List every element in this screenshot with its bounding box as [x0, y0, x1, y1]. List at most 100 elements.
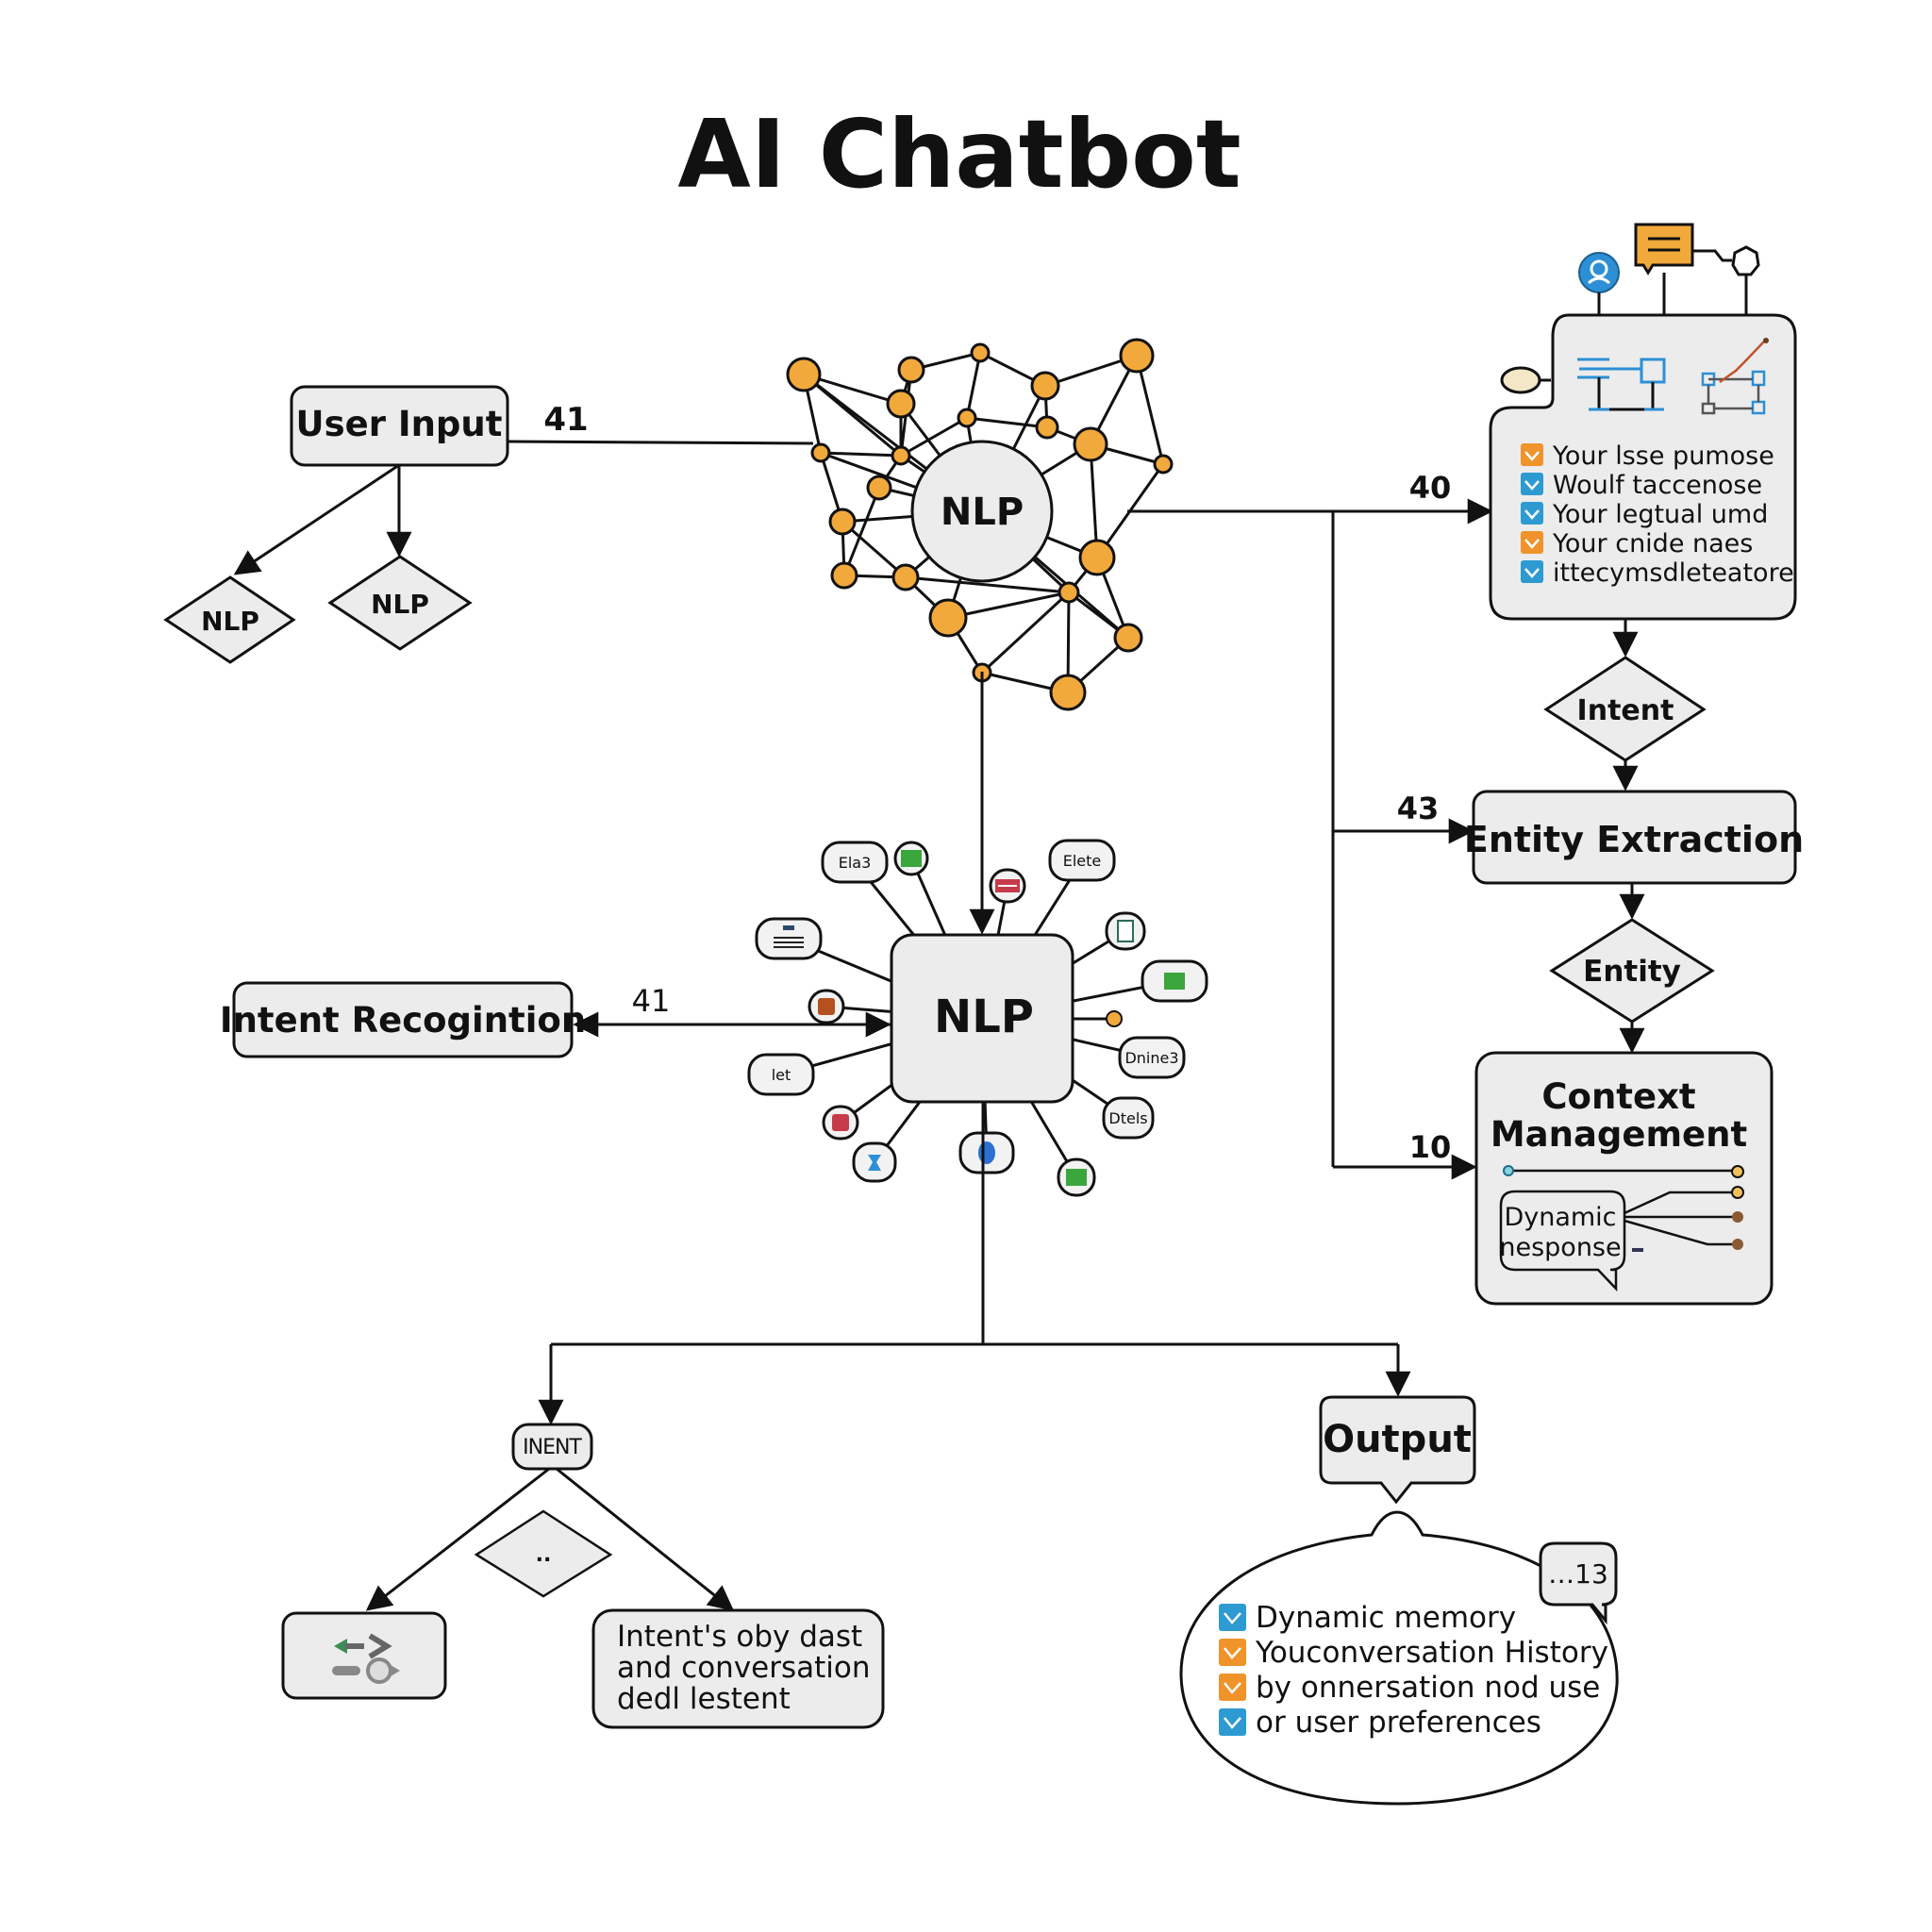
user-input-label: User Input: [296, 404, 503, 444]
network-node: [1153, 454, 1174, 475]
connector-dot-icon: [1503, 1165, 1514, 1176]
network-edge: [820, 451, 902, 458]
hub-satellite[interactable]: [822, 1105, 859, 1141]
intent-panel-item: Your lsse pumose: [1521, 441, 1774, 471]
image-icon: [1066, 1169, 1087, 1186]
connector-dot-icon: [1732, 1211, 1743, 1223]
intent-recognition-label: Intent Recogintion: [220, 1000, 586, 1041]
action-node[interactable]: [281, 1611, 447, 1700]
network-edge: [1089, 443, 1099, 558]
network-node: [891, 563, 920, 591]
network-node: [1035, 415, 1059, 440]
checkbox-icon: [1521, 502, 1543, 525]
document-icon: [783, 925, 794, 930]
person-icon: [868, 1155, 881, 1171]
intent-recognition-node[interactable]: Intent Recogintion: [220, 981, 586, 1058]
intent-panel-item: Woulf taccenose: [1521, 471, 1762, 500]
intent-description-line2: and conversation: [617, 1651, 871, 1685]
connector-dot-icon: [1731, 1165, 1744, 1178]
hub-satellite[interactable]: Elete: [1048, 839, 1116, 882]
nlp-hub[interactable]: NLP: [890, 933, 1074, 1104]
edge-label-intent-recognition: 41: [632, 983, 671, 1019]
hub-satellite[interactable]: Dtels: [1102, 1096, 1155, 1140]
network-edge: [900, 416, 968, 458]
intent-description-node[interactable]: Intent's oby dast and conversation dedl …: [591, 1608, 885, 1729]
swap-arrows-icon: [332, 1633, 400, 1684]
entity-diamond[interactable]: Entity: [1549, 918, 1715, 1024]
network-node: [1073, 426, 1108, 462]
intent-description-line1: Intent's oby dast: [617, 1620, 862, 1654]
edge-label-entity-extraction: 43: [1397, 791, 1440, 826]
hub-satellite[interactable]: let: [747, 1053, 815, 1096]
network-node: [970, 342, 991, 363]
nlp-diamond-right-label: NLP: [371, 589, 429, 620]
checkbox-icon: [1521, 443, 1543, 466]
edge-label-context: 10: [1409, 1129, 1452, 1165]
intent-panel-item-text: Your legtual umd: [1552, 500, 1768, 529]
network-node: [1078, 539, 1116, 576]
nlp-hub-label: NLP: [934, 991, 1034, 1043]
context-label-line2: Management: [1491, 1114, 1747, 1155]
hub-satellite[interactable]: [808, 989, 845, 1024]
network-node: [897, 356, 925, 384]
tag-icon: [818, 998, 835, 1015]
network-node: [828, 508, 857, 536]
hub-satellite[interactable]: [893, 841, 929, 876]
edge-user-input-to-nlp-left: [233, 463, 400, 575]
hub-satellite[interactable]: [1057, 1158, 1096, 1197]
network-node: [1119, 338, 1155, 374]
hub-satellite-label: Dtels: [1108, 1109, 1147, 1127]
context-management-node[interactable]: Context Management Dynamic nesponse: [1474, 1051, 1774, 1306]
hub-satellite[interactable]: [1106, 1010, 1123, 1027]
hub-satellite[interactable]: [958, 1131, 1015, 1174]
edge-user-input-to-nlp: [507, 440, 814, 445]
intent-panel-item-text: Your lsse pumose: [1552, 441, 1774, 471]
connector-dot-icon: [1731, 1186, 1744, 1199]
intent-description-line3: dedl lestent: [617, 1682, 791, 1716]
nlp-network-center-label: NLP: [941, 491, 1024, 534]
entity-extraction-node[interactable]: Entity Extraction: [1464, 790, 1804, 885]
image-icon: [1164, 973, 1185, 990]
nlp-diamond-right[interactable]: NLP: [327, 555, 473, 651]
intent-branch-node[interactable]: INENT: [511, 1423, 593, 1471]
database-icon: [978, 1141, 995, 1164]
nlp-diamond-left[interactable]: NLP: [163, 575, 296, 664]
network-node: [928, 598, 968, 638]
edge-intent-to-action: [365, 1467, 550, 1611]
token-pill-icon: [1500, 366, 1541, 394]
clipboard-icon: [1117, 920, 1134, 942]
hub-satellite[interactable]: [1105, 911, 1146, 951]
hub-satellite-label: Elete: [1063, 852, 1102, 870]
hub-satellite[interactable]: Dnine3: [1118, 1036, 1186, 1079]
message-icon: [1634, 223, 1694, 275]
hub-satellite[interactable]: [755, 917, 823, 960]
output-node[interactable]: Output: [1319, 1395, 1476, 1505]
tag-icon: [832, 1114, 849, 1131]
hub-satellite[interactable]: Ela3: [821, 841, 889, 884]
hub-satellite[interactable]: [989, 868, 1026, 904]
intent-diamond[interactable]: Intent: [1543, 656, 1707, 762]
output-count-badge[interactable]: …13: [1539, 1541, 1618, 1625]
context-label-line1: Context: [1541, 1076, 1695, 1117]
hub-satellite[interactable]: [1141, 959, 1208, 1003]
hub-satellite-label: let: [772, 1066, 791, 1084]
output-item: Youconversation History: [1219, 1636, 1608, 1670]
decision-diamond-small[interactable]: ..: [474, 1509, 613, 1598]
output-label: Output: [1323, 1418, 1472, 1461]
user-input-node[interactable]: User Input: [290, 385, 509, 467]
intent-panel-item: ittecymsdleteatore: [1521, 558, 1794, 588]
entity-diamond-label: Entity: [1583, 955, 1681, 989]
output-item-text: by onnersation nod use: [1256, 1671, 1600, 1705]
checkbox-icon: [1521, 473, 1543, 495]
network-edge: [1135, 355, 1165, 465]
output-item: by onnersation nod use: [1219, 1671, 1600, 1705]
nlp-network-center[interactable]: NLP: [910, 440, 1054, 583]
network-node: [957, 408, 977, 428]
dynamic-response-line1: Dynamic: [1504, 1203, 1616, 1232]
network-node: [1030, 371, 1060, 401]
checkbox-icon: [1521, 560, 1543, 583]
hub-satellite[interactable]: [852, 1141, 897, 1183]
